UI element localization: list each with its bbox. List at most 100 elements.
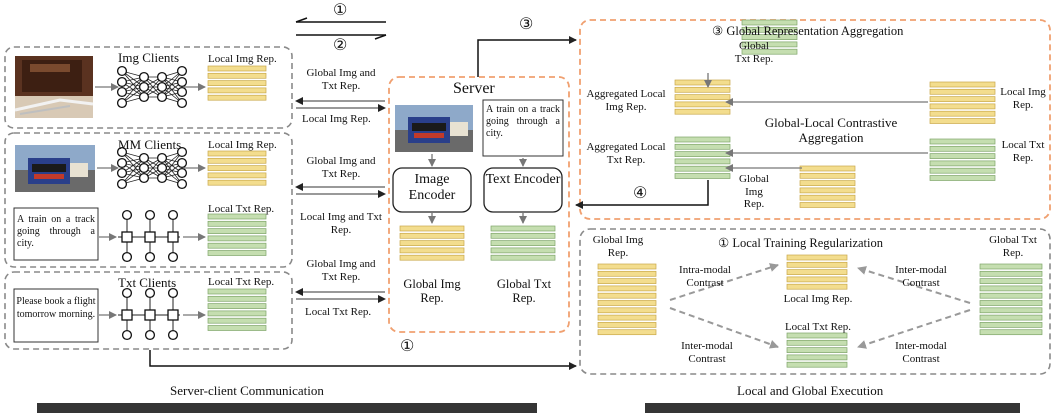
agg-local-txt-stack-bar xyxy=(674,151,731,157)
txt-clients-local-txt-stack-bar xyxy=(207,310,267,317)
server-global-txt-stack xyxy=(490,225,556,261)
nn-node xyxy=(138,81,150,93)
server-global-img-stack-bar xyxy=(399,232,465,239)
agg-local-txt-input-stack-bar xyxy=(929,145,996,152)
text-encoder-label: Text Encoder xyxy=(485,172,561,187)
txt-clients-rep-label: Local Txt Rep. xyxy=(208,276,275,288)
agg-local-txt-input-stack-bar xyxy=(929,160,996,167)
footer-right-label: Local and Global Execution xyxy=(737,383,884,398)
nn-node xyxy=(138,91,150,103)
contrastive-aggregation-label: Global-Local Contrastive Aggregation xyxy=(764,115,898,145)
rnn-output-node xyxy=(121,209,133,221)
txt-clients-local-txt-stack-bar xyxy=(207,325,267,331)
txt-clients-title: Txt Clients xyxy=(118,275,177,290)
aggregation-title: ③ Global Representation Aggregation xyxy=(712,24,904,38)
mm-clients-local-txt-stack-bar xyxy=(207,220,267,227)
agg-global-img-stack-bar xyxy=(799,172,856,179)
train-photo-server xyxy=(395,105,473,152)
mm-clients-in-label: Global Img and Txt Rep. xyxy=(306,155,376,180)
aggregation-box xyxy=(579,19,1051,220)
txt-clients-local-txt-stack-bar xyxy=(207,295,267,302)
nn-node xyxy=(116,146,128,158)
rnn-output-node xyxy=(167,287,179,299)
step-4-label: ④ xyxy=(633,185,648,202)
agg-local-txt-input-stack-bar xyxy=(929,138,996,145)
server-title: Server xyxy=(453,80,495,97)
agg-local-img-stack-bar xyxy=(674,86,731,93)
nn-node xyxy=(138,71,150,83)
server-global-img-stack-bar xyxy=(399,225,465,232)
mm-clients-local-img-stack xyxy=(207,150,267,186)
reg-global-img-stack-bar xyxy=(597,278,657,284)
server-global-txt-stack-bar xyxy=(490,240,556,246)
step-3-label: ③ xyxy=(519,16,534,33)
reg-global-txt-stack-bar xyxy=(979,292,1043,299)
txt-clients-local-txt-stack xyxy=(207,288,267,331)
nn-node xyxy=(116,178,128,190)
step-1-legend: ① xyxy=(333,2,348,19)
rnn-input-node xyxy=(121,329,133,341)
mm-clients-local-txt-stack-bar xyxy=(207,250,267,256)
mm-clients-img-rep-label: Local Img Rep. xyxy=(208,139,277,151)
cake-photo xyxy=(14,56,94,118)
nn-node xyxy=(116,97,128,109)
reg-global-img-label: Global Img Rep. xyxy=(592,234,644,259)
mm-caption-box xyxy=(13,207,99,261)
mm-clients-box xyxy=(4,132,293,268)
reg-global-img-stack-bar xyxy=(597,329,657,336)
agg-local-img-stack-bar xyxy=(674,79,731,86)
txt-clients-out-label: Local Txt Rep. xyxy=(305,306,372,318)
server-global-txt-stack-bar xyxy=(490,247,556,254)
mm-rnn-graph xyxy=(118,209,180,263)
nn-node xyxy=(176,178,188,190)
step-arrows xyxy=(149,36,709,370)
legend-arrows xyxy=(295,17,387,40)
agg-local-txt-label: Aggregated Local Txt Rep. xyxy=(586,141,666,166)
agg-global-txt-stack-bar xyxy=(741,19,798,26)
nn-node xyxy=(156,91,168,103)
txt-clients-in-label: Global Img and Txt Rep. xyxy=(306,258,376,283)
mm-clients-local-txt-stack-bar xyxy=(207,213,267,220)
mm-clients-local-img-stack-bar xyxy=(207,150,267,157)
server-caption-box xyxy=(482,99,564,157)
reg-local-txt-stack-bar xyxy=(786,332,848,339)
reg-global-txt-stack-bar xyxy=(979,300,1043,306)
reg-global-txt-stack-bar xyxy=(979,329,1043,336)
server-box xyxy=(388,76,570,333)
agg-global-img-stack-bar xyxy=(799,165,856,172)
nn-node xyxy=(156,152,168,164)
reg-global-txt-stack-bar xyxy=(979,278,1043,284)
regularization-box xyxy=(579,228,1051,375)
agg-global-txt-stack-bar xyxy=(741,41,798,48)
agg-local-img-input-stack xyxy=(929,81,996,124)
rnn-input-node xyxy=(144,251,156,263)
mm-clients-title: MM Clients xyxy=(118,137,182,152)
txt-rnn-graph xyxy=(118,287,180,341)
agg-local-img-stack-bar xyxy=(674,108,731,115)
agg-local-txt-stack-bar xyxy=(674,165,731,172)
img-clients-local-img-stack-bar xyxy=(207,87,267,94)
reg-global-img-stack xyxy=(597,263,657,336)
reg-global-txt-stack-bar xyxy=(979,270,1043,277)
agg-local-img-stack-bar xyxy=(674,101,731,108)
agg-local-txt-stack-bar xyxy=(674,173,731,179)
reg-global-img-stack-bar xyxy=(597,322,657,328)
txt-clients-local-txt-stack-bar xyxy=(207,303,267,309)
contrast-arrows xyxy=(669,263,971,349)
communication-arrows xyxy=(295,97,386,303)
agg-global-img-label: Global Img Rep. xyxy=(739,173,769,211)
server-global-txt-stack-bar xyxy=(490,232,556,239)
rnn-output-node xyxy=(121,287,133,299)
reg-local-img-stack-bar xyxy=(786,283,848,290)
reg-global-txt-stack-bar xyxy=(979,263,1043,270)
mm-clients-local-txt-stack xyxy=(207,213,267,256)
mm-clients-local-img-stack-bar xyxy=(207,165,267,171)
reg-local-img-stack-bar xyxy=(786,254,848,261)
agg-local-img-input-stack-bar xyxy=(929,118,996,124)
nn-node xyxy=(176,146,188,158)
agg-global-txt-stack-bar xyxy=(741,48,798,55)
nn-node xyxy=(116,86,128,98)
rnn-cell xyxy=(167,309,179,321)
agg-local-img-rep-label: Local Img Rep. xyxy=(1000,86,1046,111)
